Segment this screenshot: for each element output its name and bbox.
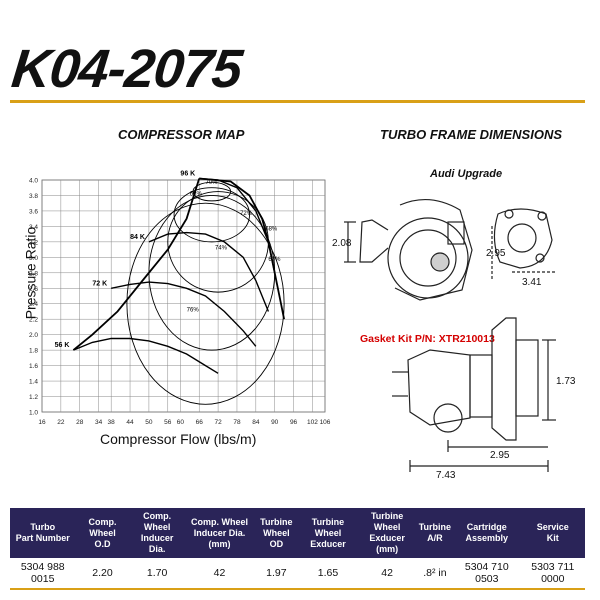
cell-turbine-exducer-mm: 42 bbox=[357, 558, 417, 590]
x-tick-label: 16 bbox=[38, 419, 46, 426]
speed-line-56k bbox=[73, 337, 219, 374]
dim-3-41: 3.41 bbox=[522, 277, 542, 288]
y-tick-label: 1.4 bbox=[29, 379, 38, 386]
efficiency-label: 60% bbox=[268, 257, 281, 263]
x-tick-label: 72 bbox=[214, 419, 222, 426]
cell-comp-inducer-mm: 42 bbox=[184, 558, 255, 590]
speed-line-96k bbox=[199, 177, 276, 273]
x-tick-label: 78 bbox=[233, 419, 241, 426]
cell-turbine-od: 1.97 bbox=[254, 558, 299, 590]
page-title: K04-2075 bbox=[8, 39, 245, 99]
efficiency-label: 74% bbox=[215, 246, 228, 252]
turbo-frame-heading: TURBO FRAME DIMENSIONS bbox=[380, 127, 562, 142]
chart-labels: 96 K84 K72 K56 K70%68%72%74%68%60%76% bbox=[55, 170, 281, 349]
speed-line-label: 56 K bbox=[55, 342, 70, 349]
x-tick-label: 84 bbox=[252, 419, 260, 426]
dim-2-95-top: 2.95 bbox=[486, 248, 506, 259]
cell-comp-od: 2.20 bbox=[75, 558, 130, 590]
x-tick-label: 28 bbox=[76, 419, 84, 426]
speed-line-84k bbox=[148, 231, 270, 312]
compressor-map-heading: COMPRESSOR MAP bbox=[118, 127, 245, 142]
efficiency-island bbox=[126, 202, 285, 405]
compressor-housing-outline bbox=[387, 217, 469, 299]
efficiency-island bbox=[173, 187, 250, 243]
cell-service-kit: 5303 711 0000 bbox=[520, 558, 585, 590]
efficiency-label: 70% bbox=[206, 180, 219, 186]
y-tick-label: 4.0 bbox=[29, 178, 38, 185]
dim-2-95-side: 2.95 bbox=[490, 450, 510, 461]
x-axis-title: Compressor Flow (lbs/m) bbox=[100, 431, 257, 447]
x-tick-label: 102 bbox=[307, 419, 318, 426]
dim-2-08: 2.08 bbox=[332, 238, 352, 249]
y-tick-label: 1.6 bbox=[29, 363, 38, 370]
speed-line-label: 72 K bbox=[92, 280, 107, 287]
x-tick-label: 44 bbox=[126, 419, 134, 426]
x-tick-label: 90 bbox=[271, 419, 279, 426]
efficiency-label: 76% bbox=[187, 307, 200, 313]
cell-comp-inducer: 1.70 bbox=[129, 558, 185, 590]
x-tick-label: 66 bbox=[196, 419, 204, 426]
dim-1-73: 1.73 bbox=[556, 376, 576, 387]
chart-curves bbox=[72, 177, 285, 405]
turbine-housing-side bbox=[407, 349, 471, 426]
speed-line-72k bbox=[111, 281, 257, 347]
choke-line bbox=[199, 177, 285, 320]
y-tick-label: 1.8 bbox=[29, 348, 38, 355]
spec-table-row: 5304 988 0015 2.20 1.70 42 1.97 1.65 42 … bbox=[10, 558, 585, 590]
y-tick-label: 1.0 bbox=[29, 410, 38, 417]
x-tick-label: 50 bbox=[145, 419, 153, 426]
audi-upgrade-label: Audi Upgrade bbox=[430, 168, 503, 180]
cell-turbine-exducer: 1.65 bbox=[298, 558, 358, 590]
efficiency-island bbox=[148, 195, 276, 351]
dim-7-43: 7.43 bbox=[436, 470, 456, 481]
x-tick-label: 38 bbox=[108, 419, 116, 426]
plot-frame bbox=[41, 179, 326, 413]
x-tick-label: 96 bbox=[290, 419, 298, 426]
cell-cartridge: 5304 710 0503 bbox=[453, 558, 521, 590]
gasket-kit-label: Gasket Kit P/N: XTR210013 bbox=[360, 333, 495, 345]
efficiency-label: 72% bbox=[240, 211, 253, 217]
efficiency-label: 68% bbox=[190, 191, 203, 197]
y-tick-label: 3.8 bbox=[29, 193, 38, 200]
efficiency-island bbox=[167, 191, 269, 293]
x-tick-label: 106 bbox=[320, 419, 331, 426]
y-tick-label: 1.2 bbox=[29, 394, 38, 401]
y-tick-label: 3.6 bbox=[29, 208, 38, 215]
title-rule bbox=[10, 100, 585, 103]
x-tick-label: 60 bbox=[177, 419, 185, 426]
x-tick-label: 34 bbox=[95, 419, 103, 426]
x-tick-label: 22 bbox=[57, 419, 65, 426]
compressor-side bbox=[491, 317, 517, 441]
flange-outline bbox=[493, 208, 553, 269]
x-tick-label: 56 bbox=[164, 419, 172, 426]
cell-turbine-ar: .8² in bbox=[416, 558, 454, 590]
speed-line-label: 84 K bbox=[130, 234, 145, 241]
y-axis-title: Pressure Ratio bbox=[22, 226, 39, 320]
efficiency-island bbox=[192, 181, 232, 202]
y-tick-label: 2.0 bbox=[29, 332, 38, 339]
speed-line-label: 96 K bbox=[180, 170, 195, 177]
surge-line bbox=[72, 178, 201, 351]
cell-part-number: 5304 988 0015 bbox=[10, 558, 76, 590]
efficiency-label: 68% bbox=[265, 226, 278, 232]
chart-grid bbox=[41, 179, 326, 413]
